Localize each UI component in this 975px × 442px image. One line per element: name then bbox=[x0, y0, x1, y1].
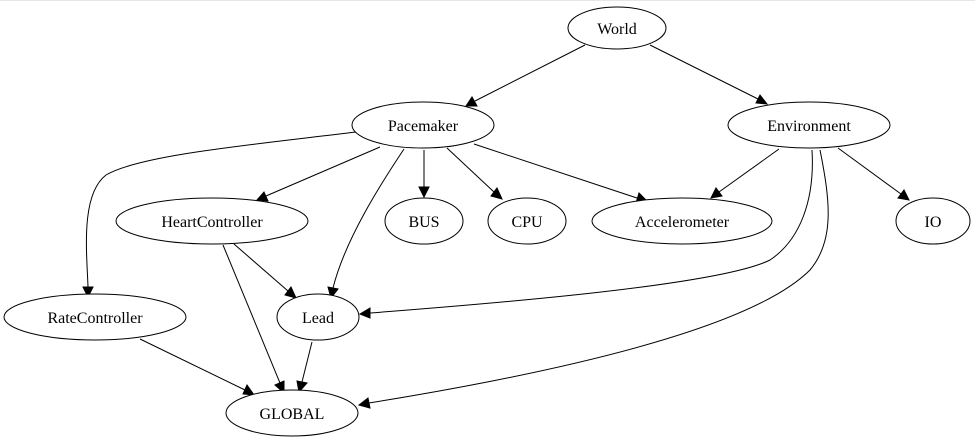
edge-world-pacemaker-arrow bbox=[465, 96, 478, 107]
edge-pacemaker-ratecontroller bbox=[85, 131, 357, 288]
node-ratecontroller-label: RateController bbox=[47, 310, 143, 327]
node-environment-label: Environment bbox=[767, 118, 851, 135]
node-lead-shape bbox=[276, 293, 360, 341]
edge-pacemaker-cpu bbox=[446, 147, 495, 193]
edge-heartcontroller-global bbox=[222, 244, 281, 384]
edge-heartcontroller-lead-arrow bbox=[284, 286, 297, 299]
node-pacemaker-label: Pacemaker bbox=[388, 118, 459, 135]
node-environment[interactable]: Environment bbox=[727, 101, 891, 149]
node-accelerometer[interactable]: Accelerometer bbox=[591, 197, 773, 245]
node-bus-label: BUS bbox=[408, 214, 439, 231]
node-bus-shape bbox=[384, 197, 464, 245]
node-cpu-shape bbox=[487, 197, 567, 245]
node-heartcontroller-shape bbox=[115, 197, 309, 245]
edge-pacemaker-heartcontroller-arrow bbox=[255, 191, 269, 202]
edge-world-environment-arrow bbox=[755, 94, 769, 105]
edge-environment-accelerometer-arrow bbox=[710, 187, 723, 199]
node-environment-shape bbox=[727, 101, 891, 149]
edge-lead-global-arrow bbox=[296, 380, 308, 394]
edge-lead-global bbox=[301, 341, 313, 383]
node-io-shape bbox=[895, 197, 971, 245]
edge-pacemaker-cpu-arrow bbox=[490, 187, 503, 200]
edge-environment-io-arrow bbox=[897, 189, 910, 201]
edge-pacemaker-lead bbox=[332, 148, 405, 289]
node-global[interactable]: GLOBAL bbox=[225, 389, 359, 437]
node-heartcontroller[interactable]: HeartController bbox=[115, 197, 309, 245]
edge-ratecontroller-global-arrow bbox=[242, 383, 256, 396]
edge-environment-global-arrow bbox=[357, 397, 371, 409]
edge-environment-accelerometer bbox=[718, 148, 780, 193]
edge-world-environment bbox=[649, 44, 759, 100]
edge-pacemaker-heartcontroller bbox=[265, 146, 381, 197]
edge-pacemaker-ratecontroller-arrow bbox=[82, 286, 94, 299]
node-global-shape bbox=[225, 389, 359, 437]
edge-heartcontroller-lead bbox=[233, 243, 289, 292]
node-world-shape bbox=[567, 6, 667, 50]
node-io[interactable]: IO bbox=[895, 197, 971, 245]
node-pacemaker[interactable]: Pacemaker bbox=[351, 101, 495, 149]
node-pacemaker-shape bbox=[351, 101, 495, 149]
edge-environment-io bbox=[837, 147, 902, 195]
node-ratecontroller-shape bbox=[3, 293, 187, 341]
edge-ratecontroller-global bbox=[139, 338, 246, 391]
edge-environment-lead bbox=[369, 149, 813, 314]
node-accelerometer-shape bbox=[591, 197, 773, 245]
node-lead[interactable]: Lead bbox=[276, 293, 360, 341]
node-lead-label: Lead bbox=[302, 310, 334, 327]
node-world-label: World bbox=[597, 21, 637, 38]
node-cpu[interactable]: CPU bbox=[487, 197, 567, 245]
edge-pacemaker-bus-arrow bbox=[418, 186, 430, 199]
edge-layer bbox=[82, 44, 910, 409]
node-bus[interactable]: BUS bbox=[384, 197, 464, 245]
node-cpu-label: CPU bbox=[511, 214, 543, 231]
node-world[interactable]: World bbox=[567, 6, 667, 50]
node-heartcontroller-label: HeartController bbox=[161, 214, 263, 231]
edge-pacemaker-accelerometer bbox=[473, 143, 638, 199]
edge-environment-global bbox=[368, 149, 829, 404]
node-global-label: GLOBAL bbox=[260, 406, 325, 423]
edge-world-pacemaker bbox=[474, 44, 586, 102]
node-io-label: IO bbox=[925, 214, 942, 231]
node-ratecontroller[interactable]: RateController bbox=[3, 293, 187, 341]
edge-environment-lead-arrow bbox=[358, 307, 371, 319]
node-accelerometer-label: Accelerometer bbox=[635, 214, 730, 231]
node-layer: World Pacemaker Environment HeartControl… bbox=[3, 6, 971, 437]
